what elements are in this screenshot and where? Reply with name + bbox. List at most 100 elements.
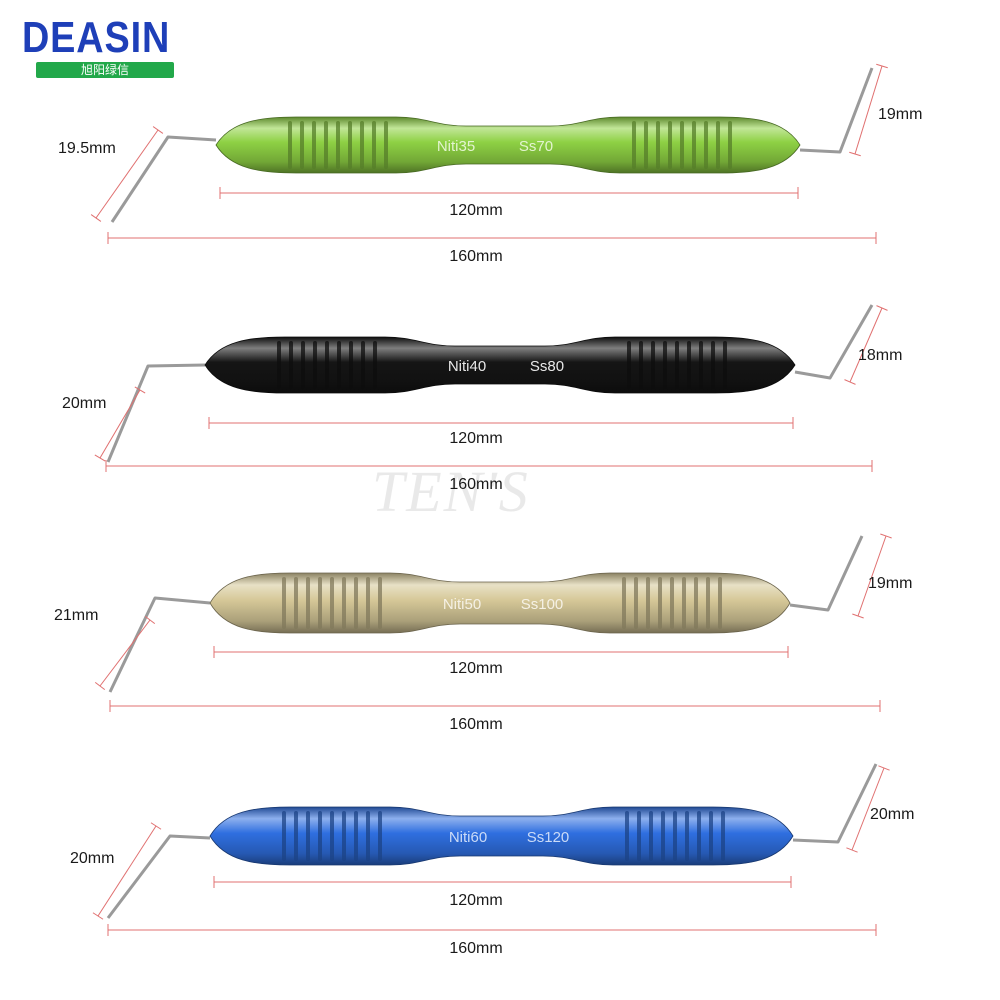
left-tip-length-label: 19.5mm [58,140,116,157]
handle-label-right: Ss80 [530,358,564,375]
grip-ring [342,577,346,629]
grip-ring [325,341,329,389]
grip-ring [692,121,696,169]
left-tip-wire [110,135,217,223]
right-tip-wire [799,67,874,154]
left-tip-wire [106,363,206,463]
instrument-1: Niti35 Ss70 [110,67,874,223]
grip-ring [680,121,684,169]
grip-ring [384,121,388,169]
right-tip-length-line [846,765,890,853]
grip-ring [637,811,641,861]
total-length-line [107,924,877,936]
grip-ring [378,811,382,861]
handle-label-right: Ss120 [527,829,570,846]
grip-ring [622,577,626,629]
total-length-label: 160mm [449,476,503,493]
grip-ring [699,341,703,389]
grip-ring [685,811,689,861]
instrument-2: Niti40 Ss80 [106,304,874,463]
handle-label-left: Niti40 [448,358,486,375]
grip-ring [728,121,732,169]
grip-ring [668,121,672,169]
grip-ring [625,811,629,861]
grip-ring [673,811,677,861]
right-tip-length-label: 18mm [858,347,903,364]
grip-ring [312,121,316,169]
grip-ring [627,341,631,389]
grip-ring [718,577,722,629]
right-tip-length-line [844,305,888,385]
left-tip-length-label: 20mm [70,850,115,867]
right-tip-length-label: 19mm [878,106,923,123]
handle-length-label: 120mm [449,892,503,909]
grip-ring [330,577,334,629]
grip-ring [354,577,358,629]
grip-ring [318,577,322,629]
handle-length-line [219,187,799,199]
right-tip-length-label: 20mm [870,806,915,823]
brand-subtitle-bar: 旭阳绿信 [36,62,174,78]
grip-ring [670,577,674,629]
grip-ring [716,121,720,169]
grip-ring [354,811,358,861]
handle-label-left: Niti60 [449,829,487,846]
handle-length-line [213,876,792,888]
handle-length-line [213,646,789,658]
grip-ring [658,577,662,629]
right-tip-wire [794,304,874,380]
total-length-line [105,460,873,472]
grip-ring [301,341,305,389]
handle-length-label: 120mm [449,430,503,447]
instrument-4: Niti60 Ss120 [106,763,878,919]
grip-ring [372,121,376,169]
grip-ring [646,577,650,629]
grip-ring [282,577,286,629]
grip-ring [294,811,298,861]
grip-ring [634,577,638,629]
grip-ring [366,577,370,629]
grip-ring [294,577,298,629]
grip-ring [300,121,304,169]
grip-ring [706,577,710,629]
grip-ring [704,121,708,169]
grip-ring [694,577,698,629]
brand-name: DEASIN [22,13,171,62]
grip-ring [360,121,364,169]
handle-label-right: Ss70 [519,138,553,155]
grip-ring [651,341,655,389]
grip-ring [687,341,691,389]
grip-ring [639,341,643,389]
grip-ring [282,811,286,861]
grip-ring [378,577,382,629]
left-tip-wire [108,596,211,693]
left-tip-length-label: 20mm [62,395,107,412]
grip-ring [632,121,636,169]
grip-ring [721,811,725,861]
grip-ring [661,811,665,861]
left-tip-length-line [94,386,146,462]
grip-ring [644,121,648,169]
grip-ring [336,121,340,169]
left-tip-length-line [92,822,162,920]
left-tip-length-line [94,615,156,691]
grip-ring [649,811,653,861]
grip-ring [709,811,713,861]
grip-ring [289,341,293,389]
grip-ring [675,341,679,389]
grip-ring [337,341,341,389]
grip-ring [723,341,727,389]
grip-ring [324,121,328,169]
brand-subtitle: 旭阳绿信 [80,63,129,77]
grip-ring [306,577,310,629]
grip-ring [330,811,334,861]
right-tip-length-line [852,533,892,619]
handle-label-left: Niti35 [437,138,475,155]
grip-ring [663,341,667,389]
grip-ring [366,811,370,861]
grip-ring [656,121,660,169]
left-tip-length-label: 21mm [54,607,99,624]
handle [204,336,796,394]
